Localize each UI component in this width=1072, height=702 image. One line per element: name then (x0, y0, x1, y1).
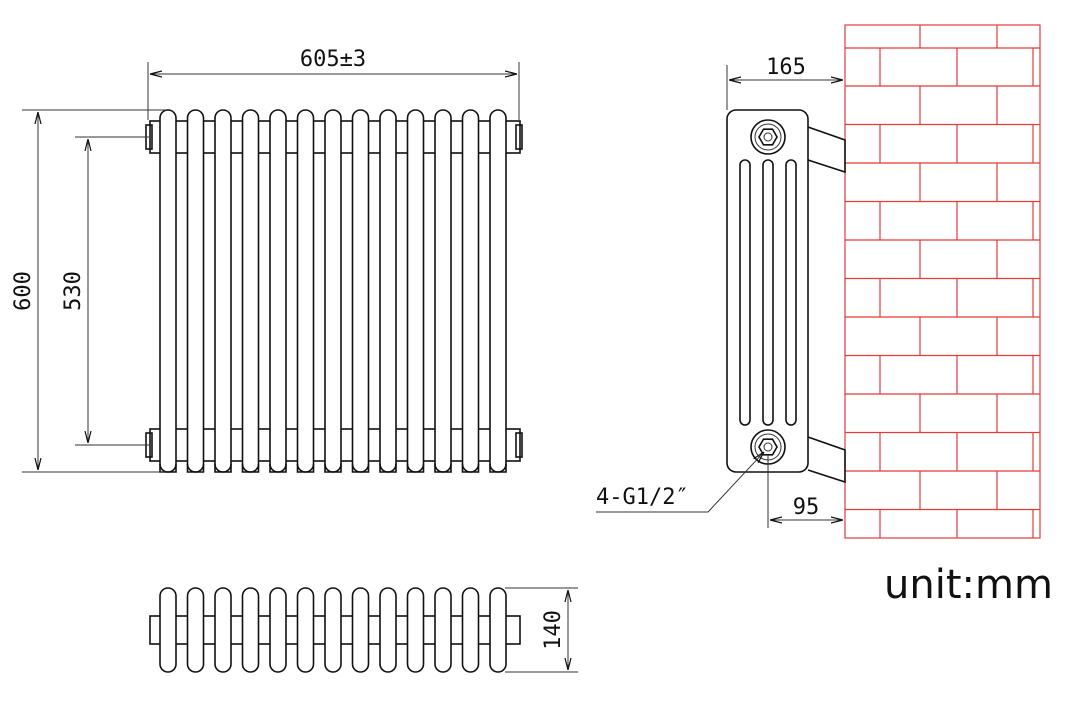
column-bottom (434, 463, 452, 473)
end-plug (515, 432, 523, 458)
radiator-column (379, 109, 397, 473)
column-section (406, 587, 425, 673)
column-bottom (269, 463, 287, 473)
radiator-column (489, 109, 507, 473)
side-view: 165 95 4-G1/2″ (596, 55, 846, 528)
column-bottom (351, 463, 370, 473)
centers-dimension: 530 (61, 136, 150, 446)
width-label: 605±3 (300, 47, 366, 72)
radiator-column (186, 109, 205, 473)
radiator-column (406, 109, 425, 473)
brick-wall (844, 24, 1041, 539)
radiator-column (324, 109, 342, 473)
column-bottom (461, 463, 480, 473)
radiator-column (269, 109, 287, 473)
column-bottom (406, 463, 425, 473)
upper-connector-icon (750, 119, 786, 155)
column-bottom (379, 463, 397, 473)
height-label: 600 (11, 271, 36, 311)
radiator-column (159, 109, 177, 473)
column-section (214, 587, 232, 673)
column-bottom (296, 463, 315, 473)
wall-outline (844, 24, 1041, 539)
column-bottom (186, 463, 205, 473)
width-dimension: 605±3 (147, 47, 520, 120)
depth-dimension-top: 140 (505, 587, 578, 673)
side-depth-label: 165 (766, 55, 806, 80)
radiator-column (461, 109, 480, 473)
column-section (461, 587, 480, 673)
radiator-column (214, 109, 232, 473)
column-section (186, 587, 205, 673)
unit-label: unit:mm (884, 562, 1053, 608)
column-section (159, 587, 177, 673)
end-plug (515, 124, 523, 150)
column-section (489, 587, 507, 673)
column-section (324, 587, 342, 673)
column-bottom (159, 463, 177, 473)
column-section (434, 587, 452, 673)
column-section (296, 587, 315, 673)
side-tube (785, 159, 797, 426)
radiator-column (241, 109, 260, 473)
wall-gap-label: 95 (793, 495, 820, 520)
front-view (145, 109, 523, 473)
radiator-column (434, 109, 452, 473)
column-bottom (489, 463, 507, 473)
column-bottom (214, 463, 232, 473)
connection-label: 4-G1/2″ (596, 485, 689, 510)
centers-label: 530 (61, 271, 86, 311)
column-section (269, 587, 287, 673)
height-dimension: 600 (11, 109, 165, 473)
column-section (351, 587, 370, 673)
side-tube (739, 159, 751, 426)
column-section (379, 587, 397, 673)
column-bottom (241, 463, 260, 473)
top-view (149, 587, 521, 673)
column-section (241, 587, 260, 673)
side-tube (762, 159, 774, 426)
wall-brackets (807, 126, 846, 484)
column-bottom (324, 463, 342, 473)
radiator-column (296, 109, 315, 473)
top-depth-label: 140 (541, 610, 566, 650)
radiator-column (351, 109, 370, 473)
